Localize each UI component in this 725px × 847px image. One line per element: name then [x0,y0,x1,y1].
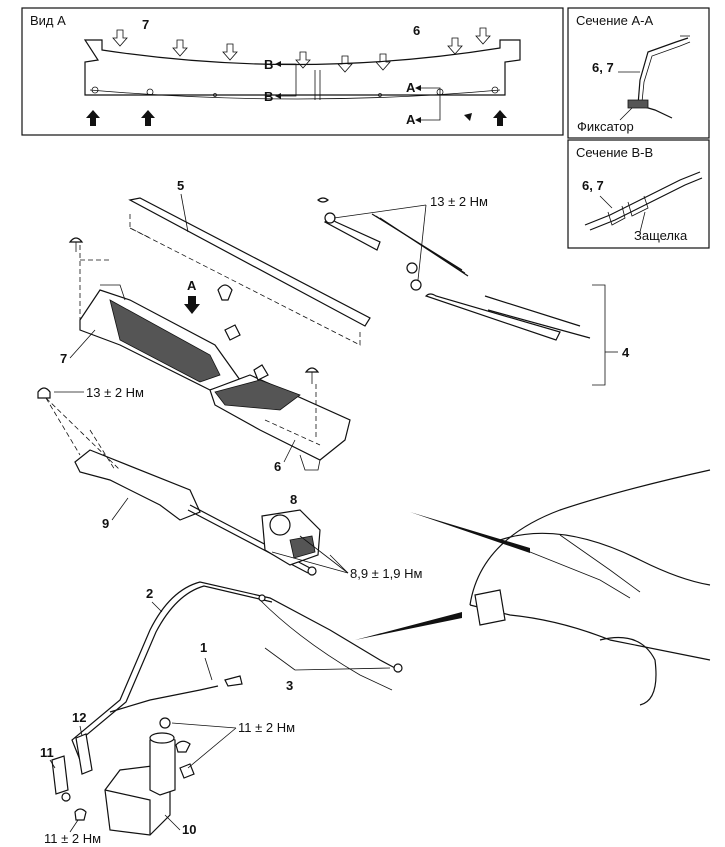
wiper-arms-4 [317,197,606,386]
view-a-label-6: 6 [413,23,420,38]
section-aa-part-label: 6, 7 [592,60,614,75]
torque-linkage-bolt: 13 ± 2 Нм [86,385,144,400]
section-aa-panel: Сечение А-А 6, 7 Фиксатор [567,7,710,139]
cowl-top-right-6 [209,374,351,471]
section-bb-panel: Сечение B-B 6, 7 Защелка [567,139,710,249]
callout-1: 1 [200,640,207,655]
callout-12: 12 [72,710,86,725]
callout-3: 3 [286,678,293,693]
view-a-panel: Вид А 7 6 B B A A [21,7,564,136]
view-a-label-b-lower: B [264,89,273,104]
car-location-view [355,469,711,706]
part-callouts: 5 7 6 4 9 8 2 1 3 12 11 10 [40,178,630,837]
section-bb-title: Сечение B-B [576,145,653,160]
callout-9: 9 [102,516,109,531]
wiper-motor-8 [261,509,349,574]
view-a-label-a-lower: A [406,112,416,127]
section-aa-callout: Фиксатор [577,119,634,134]
cowl-top-left-7 [79,245,241,391]
callout-11: 11 [40,745,54,760]
section-bb-part-label: 6, 7 [582,178,604,193]
section-aa-title: Сечение А-А [576,13,653,28]
callout-4: 4 [622,345,630,360]
callout-8: 8 [290,492,297,507]
view-a-clip-arrows [112,27,491,73]
view-a-fastener-arrows [86,110,507,126]
view-a-section-markers [275,61,441,123]
view-a-cowl-panel [83,39,521,100]
view-a-label-a-upper: A [406,80,416,95]
view-a-label-7: 7 [142,17,149,32]
cowl-fasteners [68,237,320,384]
view-a-direction-arrow: A [184,278,200,314]
view-a-title: Вид А [30,13,66,28]
torque-wiper-arm-nut: 13 ± 2 Нм [430,194,488,209]
section-bb-callout: Защелка [634,228,688,243]
torque-tank-bolt-bottom: 11 ± 2 Нм [44,831,101,846]
washer-hose-connector-12 [75,733,93,775]
callout-10: 10 [182,822,196,837]
torque-labels: 13 ± 2 Нм 13 ± 2 Нм 8,9 ± 1,9 Нм 11 ± 2 … [44,194,488,846]
view-a-arrow-label: A [187,278,197,293]
callout-6: 6 [274,459,281,474]
callout-2: 2 [146,586,153,601]
callout-5: 5 [177,178,184,193]
cowl-seal-5 [128,197,371,346]
torque-motor-bolts: 8,9 ± 1,9 Нм [350,566,423,581]
washer-pump-11 [51,755,87,821]
torque-tank-bolts-top: 11 ± 2 Нм [238,720,295,735]
washer-tank-10 [104,717,237,836]
washer-hoses [71,581,403,763]
callout-7: 7 [60,351,67,366]
